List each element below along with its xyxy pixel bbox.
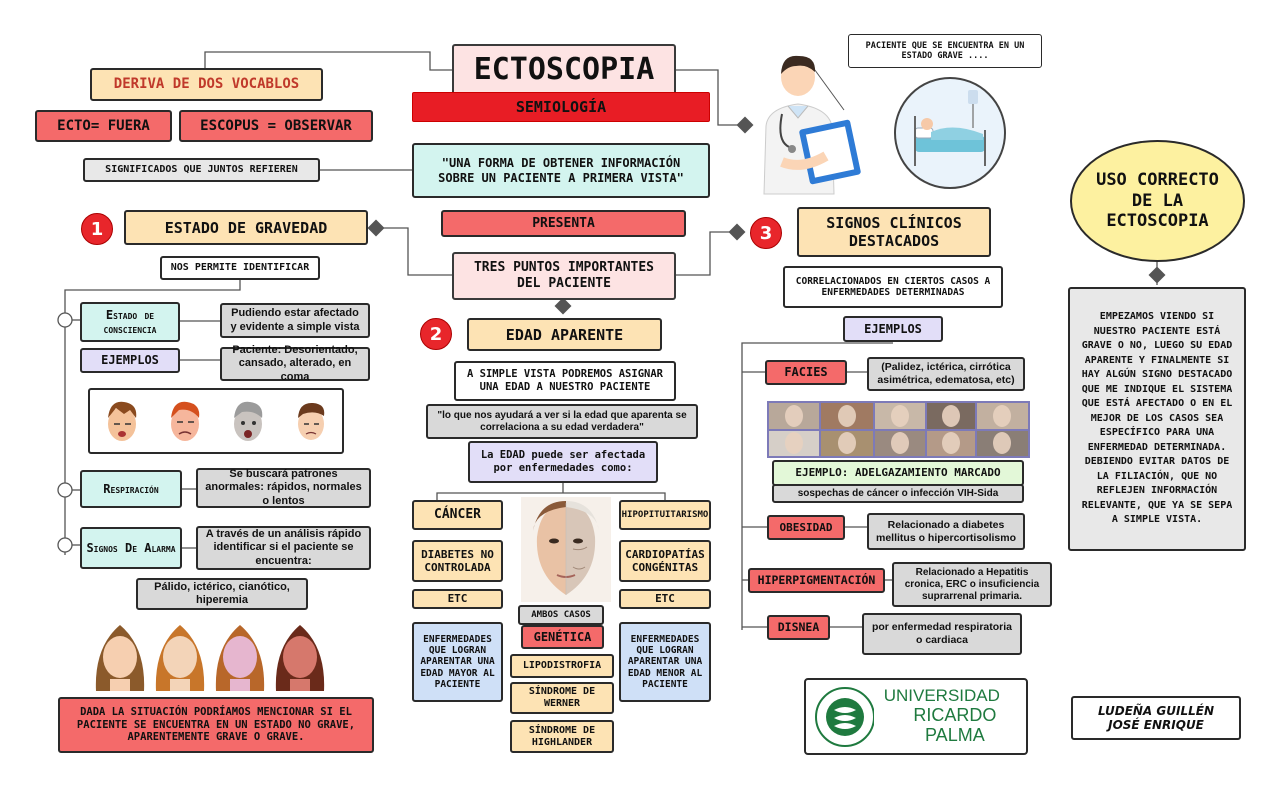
ejemplos-box-3: EJEMPLOS — [843, 316, 943, 342]
werner-box: SÍNDROME DE WERNER — [510, 682, 614, 714]
tres-puntos-box: TRES PUNTOS IMPORTANTES DEL PACIENTE — [452, 252, 676, 300]
edad-aparente-title: EDAD APARENTE — [467, 318, 662, 351]
face-sick-icon — [170, 401, 199, 441]
author-box: LUDEÑA GUILLÉN JOSÉ ENRIQUE — [1071, 696, 1241, 740]
disnea-desc: por enfermedad respiratoria o cardiaca — [862, 613, 1022, 655]
respiracion-box: Respiración — [80, 470, 182, 508]
face-confused-icon — [233, 401, 262, 441]
etc-right-box: ETC — [619, 589, 711, 609]
cancer-box: CÁNCER — [412, 500, 503, 530]
obesidad-desc: Relacionado a diabetes mellitus o hiperc… — [867, 513, 1025, 550]
edad-quote: "lo que nos ayudará a ver si la edad que… — [426, 404, 698, 439]
patient-note: PACIENTE QUE SE ENCUENTRA EN UN ESTADO G… — [848, 34, 1042, 68]
edad-affected: La EDAD puede ser afectada por enfermeda… — [468, 441, 658, 483]
alarma-states: Pálido, ictérico, cianótico, hiperemia — [136, 578, 308, 610]
estado-gravedad-title: ESTADO DE GRAVEDAD — [124, 210, 368, 245]
cardiopatias-box: CARDIOPATÍAS CONGÉNITAS — [619, 540, 711, 582]
alarma-box: Signos De Alarma — [80, 527, 182, 569]
facies-desc: (Palidez, ictérica, cirrótica asimétrica… — [867, 357, 1025, 391]
respiracion-desc: Se buscará patrones anormales: rápidos, … — [196, 468, 371, 508]
women-faces-illustration — [90, 617, 336, 691]
older-result-box: ENFERMEDADES QUE LOGRAN APARENTAR UNA ED… — [412, 622, 503, 702]
doctor-illustration — [763, 55, 861, 195]
uso-correcto-body: Empezamos viendo si nuestro paciente est… — [1068, 287, 1246, 551]
ecto-box: ECTO= FUERA — [35, 110, 172, 142]
ejemplos-box-1: EJEMPLOS — [80, 348, 180, 373]
identify-label: NOS PERMITE IDENTIFICAR — [160, 256, 320, 280]
hiperpigmentacion-desc: Relacionado a Hepatitis cronica, ERC o i… — [892, 562, 1052, 607]
section3-number: 3 — [750, 217, 782, 249]
subtitle: SEMIOLOGÍA — [412, 92, 710, 122]
page-title: ECTOSCOPIA — [452, 44, 676, 96]
section1-number: 1 — [81, 213, 113, 245]
hospital-bed-illustration — [894, 77, 1006, 189]
university-logo: UNIVERSIDAD RICARDO PALMA — [804, 678, 1028, 755]
meaning-label: Significados que juntos refieren — [83, 158, 320, 182]
facies-photos — [767, 401, 1030, 458]
consciencia-box: Estado de consciencia — [80, 302, 180, 342]
hiperpigmentacion-box: HIPERPIGMENTACIÓN — [748, 568, 885, 593]
etc-left-box: ETC — [412, 589, 503, 609]
definition-quote: "Una forma de obtener información sobre … — [412, 143, 710, 198]
uso-correcto-oval: USO CORRECTO DE LA ECTOSCOPIA — [1070, 140, 1245, 262]
deriva-box: DERIVA DE DOS VOCABLOS — [90, 68, 323, 101]
section2-number: 2 — [420, 318, 452, 350]
face-sad-icon — [297, 402, 324, 440]
face-tired-icon — [107, 401, 136, 441]
adelgazamiento-desc: sospechas de cáncer o infección VIH-Sida — [772, 484, 1024, 503]
facies-box: FACIES — [765, 360, 847, 385]
obesidad-box: OBESIDAD — [767, 515, 845, 540]
disnea-box: DISNEA — [767, 615, 830, 640]
presenta-box: PRESENTA — [441, 210, 686, 237]
lipodistrofia-box: LIPODISTROFIA — [510, 654, 614, 678]
younger-result-box: ENFERMEDADES QUE LOGRAN APARENTAR UNA ED… — [619, 622, 711, 702]
diabetes-box: DIABETES NO CONTROLADA — [412, 540, 503, 582]
alarma-desc: A través de un análisis rápido identific… — [196, 526, 371, 570]
university-seal-icon — [815, 686, 874, 747]
consciencia-desc: Pudiendo estar afectado y evidente a sim… — [220, 303, 370, 338]
gravedad-conclusion: Dada la situación podríamos mencionar si… — [58, 697, 374, 753]
aging-face-illustration — [521, 497, 611, 602]
university-name-line1: UNIVERSIDAD — [883, 686, 1000, 706]
ambos-casos-box: AMBOS CASOS — [518, 605, 604, 625]
edad-desc: A simple vista podremos asignar una edad… — [454, 361, 676, 401]
ejemplos-desc-1: Paciente: Desorientado, cansado, alterad… — [220, 344, 370, 383]
signos-clinicos-title: SIGNOS CLÍNICOS DESTACADOS — [797, 207, 991, 257]
genetica-box: GENÉTICA — [521, 625, 604, 649]
escopus-box: ESCOPUS = OBSERVAR — [179, 110, 373, 142]
correlated-label: CORRELACIONADOS EN CIERTOS CASOS A ENFER… — [783, 266, 1003, 308]
university-name-line2: RICARDO PALMA — [913, 705, 997, 745]
hipopituitarismo-box: HIPOPITUITARISMO — [619, 500, 711, 530]
adelgazamiento-example: EJEMPLO: ADELGAZAMIENTO MARCADO — [772, 460, 1024, 486]
highlander-box: SÍNDROME DE HIGHLANDER — [510, 720, 614, 753]
faces-panel — [88, 388, 344, 454]
